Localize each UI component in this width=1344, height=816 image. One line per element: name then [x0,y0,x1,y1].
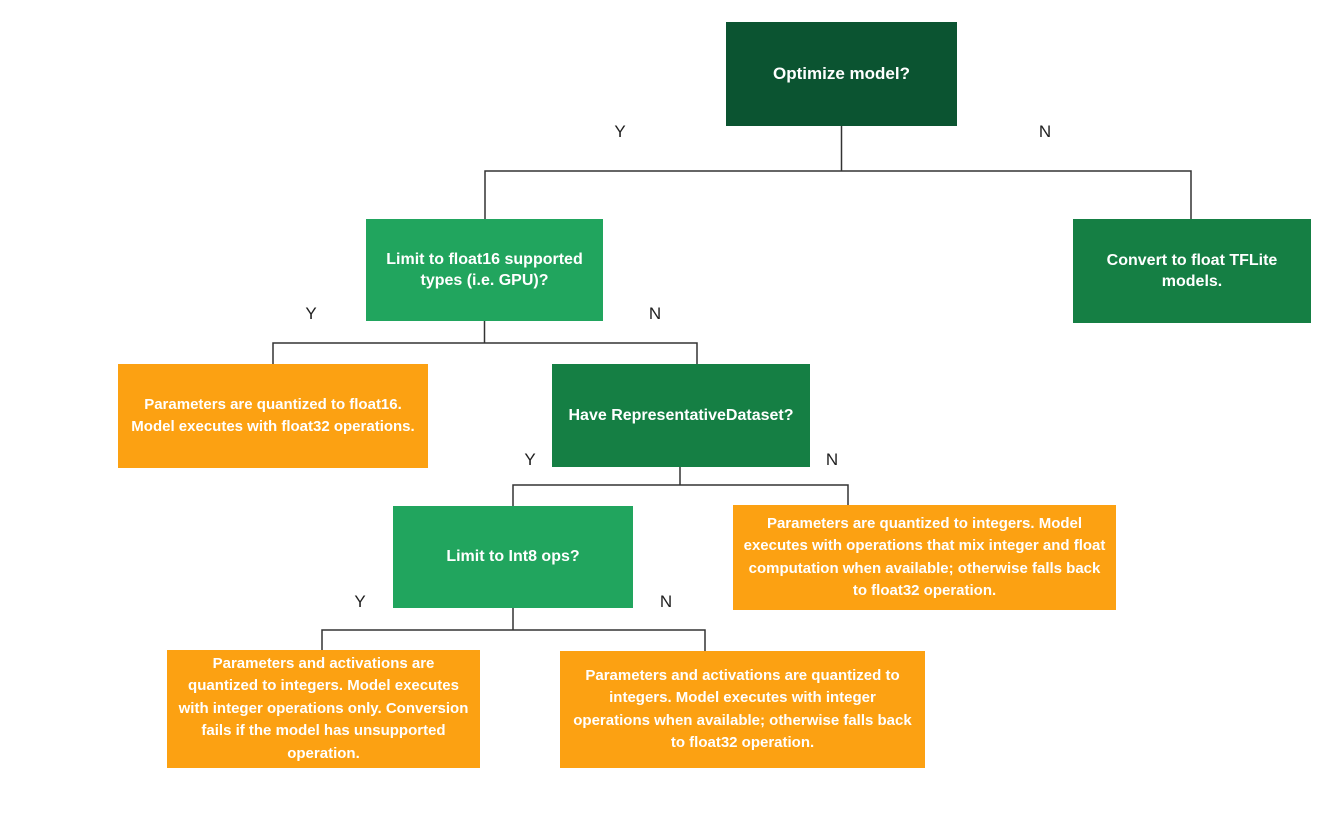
node-integer-only-result: Parameters and activations are quantized… [167,650,480,768]
node-have-representative-dataset: Have RepresentativeDataset? [552,364,810,467]
node-integer-mixed-result: Parameters are quantized to integers. Mo… [733,505,1116,610]
branch2-no-label: N [648,304,662,323]
branch3-no-label: N [825,450,839,469]
branch1-yes-label: Y [614,122,626,141]
connector-level2 [272,321,698,364]
node-optimize-model: Optimize model? [726,22,957,126]
node-integer-fallback-result: Parameters and activations are quantized… [560,651,925,768]
node-convert-float-tflite-label: Convert to float TFLite models. [1106,251,1278,290]
node-integer-only-result-label: Parameters and activations are quantized… [178,654,469,762]
node-float16-result: Parameters are quantized to float16. Mod… [118,364,428,468]
node-integer-mixed-result-label: Parameters are quantized to integers. Mo… [743,514,1106,600]
connector-level3 [512,467,849,506]
node-limit-int8: Limit to Int8 ops? [393,506,633,608]
node-integer-fallback-result-label: Parameters and activations are quantized… [573,666,912,752]
node-convert-float-tflite: Convert to float TFLite models. [1073,219,1311,323]
connector-level1 [484,126,1192,219]
branch3-yes-label: Y [524,450,536,469]
node-limit-int8-label: Limit to Int8 ops? [446,548,580,566]
node-optimize-model-label: Optimize model? [773,63,910,83]
node-have-representative-dataset-label: Have RepresentativeDataset? [568,406,794,424]
node-float16-result-label: Parameters are quantized to float16. Mod… [131,395,415,436]
node-limit-float16: Limit to float16 supported types (i.e. G… [366,219,603,321]
connector-level4 [321,608,706,651]
branch4-yes-label: Y [354,592,366,611]
branch4-no-label: N [659,592,673,611]
branch1-no-label: N [1038,122,1052,141]
branch2-yes-label: Y [305,304,317,323]
node-limit-float16-label: Limit to float16 supported types (i.e. G… [386,250,583,289]
